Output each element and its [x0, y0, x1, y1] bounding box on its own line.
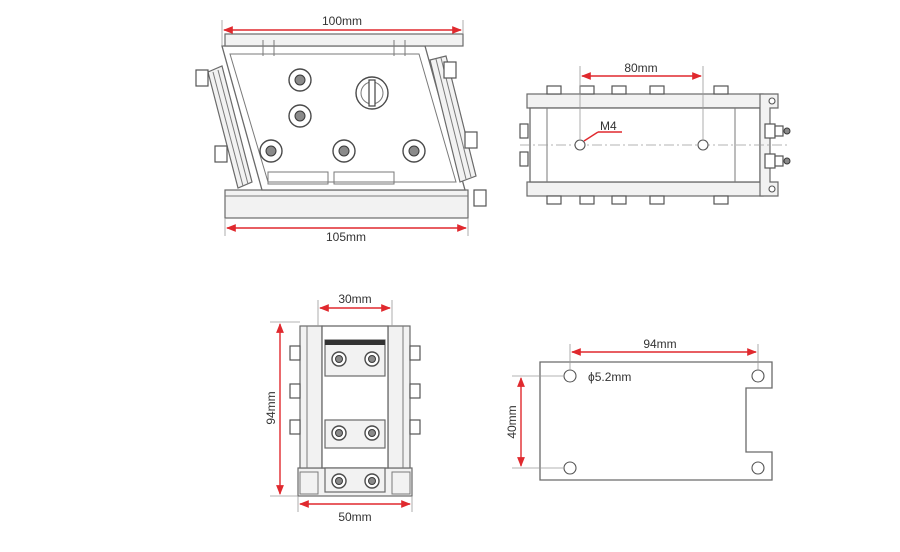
front-height-dimension: 94mm — [264, 391, 278, 424]
adjusting-screw-icon — [764, 153, 791, 169]
plate-hole-dimension: ϕ5.2mm — [588, 370, 631, 384]
side-bottom-dimension: 105mm — [326, 230, 366, 244]
front-left-plate — [299, 325, 323, 469]
side-main-body — [221, 45, 466, 191]
front-top-dimension: 30mm — [338, 292, 371, 306]
front-right-plate — [387, 325, 411, 469]
nut-icon — [443, 61, 457, 79]
plate-height-dimension: 40mm — [505, 405, 519, 438]
plate-view: 94mm ϕ5.2mm 40mm — [505, 337, 773, 481]
leader-line — [583, 131, 599, 142]
mounting-hole — [751, 461, 765, 475]
mounting-hole — [563, 369, 577, 383]
nut-icon — [214, 145, 228, 163]
top-upper-strip — [526, 93, 764, 109]
m4-hole — [574, 139, 586, 151]
nut-icon — [473, 189, 487, 207]
mounting-plate — [539, 361, 773, 481]
m4-hole — [697, 139, 709, 151]
bolt-icon — [364, 473, 380, 489]
nut-icon — [464, 131, 478, 149]
front-bottom-dimension: 50mm — [338, 510, 371, 524]
adjusting-screw-icon — [764, 123, 791, 139]
nut-icon — [195, 69, 209, 87]
bolt-icon — [331, 473, 347, 489]
bolt-icon — [259, 139, 283, 163]
thread-label: M4 — [600, 119, 617, 133]
bolt-icon — [364, 351, 380, 367]
bolt-icon — [332, 139, 356, 163]
bolt-icon — [364, 425, 380, 441]
top-view: 80mm M4 — [519, 61, 791, 205]
side-base-plate — [224, 189, 469, 219]
plate-spacing-dimension: 94mm — [643, 337, 676, 351]
top-spacing-dimension: 80mm — [624, 61, 657, 75]
top-lower-strip — [526, 181, 764, 197]
bolt-icon — [402, 139, 426, 163]
mounting-hole — [751, 369, 765, 383]
front-view: 30mm 94mm 50mm — [264, 292, 421, 524]
bolt-icon — [331, 351, 347, 367]
side-top-rail — [224, 33, 464, 47]
side-top-dimension: 100mm — [322, 14, 362, 28]
bolt-icon — [288, 68, 312, 92]
bolt-icon — [288, 104, 312, 128]
bolt-icon — [331, 425, 347, 441]
mounting-hole — [563, 461, 577, 475]
slotted-screw-icon — [355, 76, 389, 110]
side-view: 100mm 105mm — [195, 14, 487, 244]
